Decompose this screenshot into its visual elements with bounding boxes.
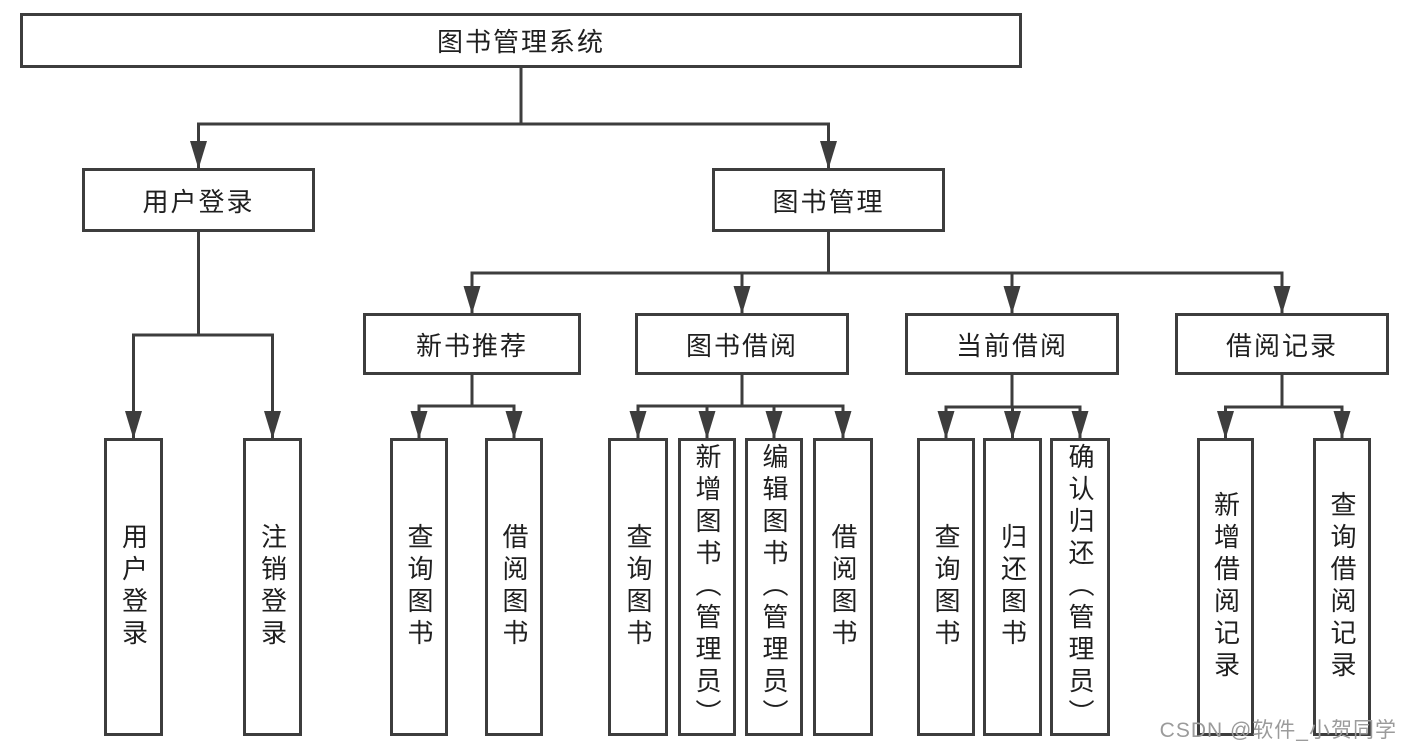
node-bb-edit-book: 编辑图书（管理员） xyxy=(745,438,803,736)
arrowhead-icon xyxy=(937,411,955,439)
node-bb-add-book: 新增图书（管理员） xyxy=(678,438,736,736)
arrowhead-icon xyxy=(1004,411,1021,439)
arrowhead-icon xyxy=(1273,286,1291,314)
watermark: CSDN @软件_小贺同学 xyxy=(1159,719,1397,742)
arrowhead-icon xyxy=(264,411,281,439)
arrowhead-icon xyxy=(190,141,207,169)
arrowhead-icon xyxy=(410,411,428,439)
node-bb-query-book: 查询图书 xyxy=(608,438,668,736)
node-root: 图书管理系统 xyxy=(20,13,1022,68)
arrowhead-icon xyxy=(733,286,751,314)
arrowhead-icon xyxy=(1071,411,1089,439)
arrowhead-icon xyxy=(1217,411,1234,439)
node-br-query-record: 查询借阅记录 xyxy=(1313,438,1371,736)
node-rec-query-book: 查询图书 xyxy=(390,438,448,736)
arrowhead-icon xyxy=(765,411,783,439)
node-cb-query-book: 查询图书 xyxy=(917,438,975,736)
arrowhead-icon xyxy=(834,411,852,439)
node-cb-return-book: 归还图书 xyxy=(983,438,1042,736)
node-book-borrow: 图书借阅 xyxy=(635,313,849,375)
arrowhead-icon xyxy=(125,411,142,439)
arrowhead-icon xyxy=(698,411,716,439)
arrowhead-icon xyxy=(629,411,647,439)
node-bb-borrow-book: 借阅图书 xyxy=(813,438,873,736)
node-user-login-group: 用户登录 xyxy=(82,168,315,232)
arrowhead-icon xyxy=(505,411,523,439)
node-cb-confirm-return: 确认归还（管理员） xyxy=(1050,438,1110,736)
arrowhead-icon xyxy=(463,286,481,314)
node-current-borrow: 当前借阅 xyxy=(905,313,1119,375)
node-logout: 注销登录 xyxy=(243,438,302,736)
node-user-login: 用户登录 xyxy=(104,438,163,736)
node-borrow-records: 借阅记录 xyxy=(1175,313,1389,375)
arrowhead-icon xyxy=(820,141,837,169)
node-rec-borrow-book: 借阅图书 xyxy=(485,438,543,736)
node-br-add-record: 新增借阅记录 xyxy=(1197,438,1254,736)
arrowhead-icon xyxy=(1003,286,1021,314)
arrowhead-icon xyxy=(1333,411,1351,439)
node-book-mgmt: 图书管理 xyxy=(712,168,945,232)
node-new-book-rec: 新书推荐 xyxy=(363,313,581,375)
